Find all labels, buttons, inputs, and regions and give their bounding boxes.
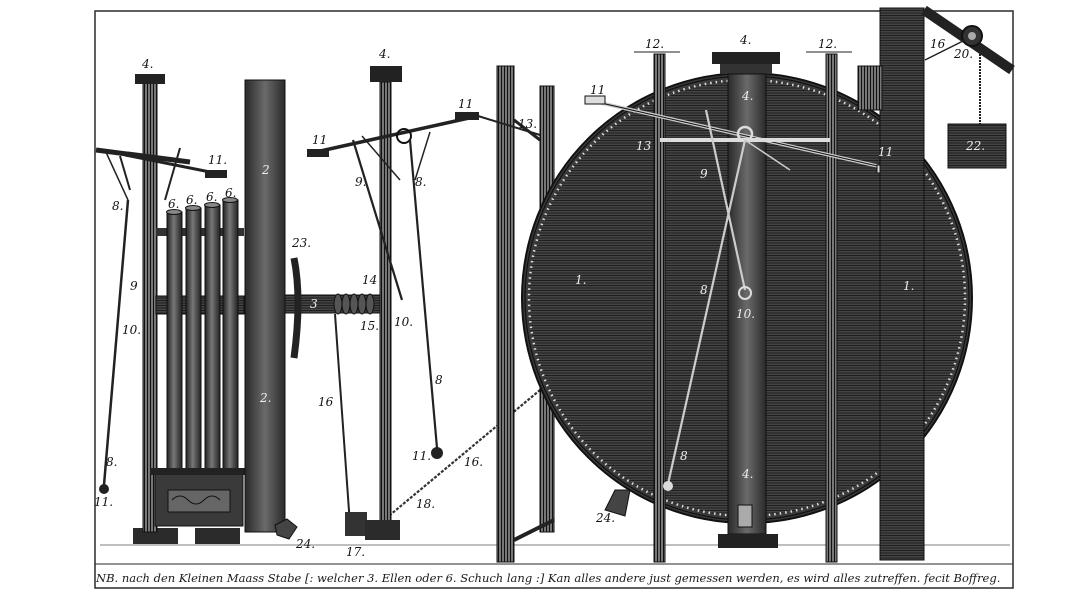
- pipe-3: [204, 204, 221, 475]
- label-11-c: 11: [312, 133, 327, 147]
- label-4-c: 4.: [739, 33, 751, 47]
- label-4-a: 4.: [141, 57, 153, 71]
- label-11-f: 11: [590, 83, 605, 97]
- label-11-e: 11.: [412, 449, 431, 463]
- label-24-a: 24.: [295, 537, 315, 551]
- label-6-d: 6.: [225, 186, 236, 200]
- pump-assembly: [95, 74, 248, 544]
- pipe-2: [185, 207, 202, 475]
- label-2-a: 2: [261, 163, 270, 177]
- label-11-d: 11: [458, 97, 473, 111]
- label-6-c: 6.: [206, 190, 217, 204]
- label-12-b: 12.: [818, 37, 837, 51]
- pipe-4: [222, 199, 239, 475]
- label-18: 18.: [416, 497, 435, 511]
- bucket-24-left: [274, 518, 298, 540]
- post-12-left: [653, 53, 666, 563]
- label-12-a: 12.: [645, 37, 664, 51]
- label-24-b: 24.: [595, 511, 615, 525]
- label-8-f: 8: [680, 449, 688, 463]
- label-10-c: 10.: [736, 307, 755, 321]
- label-16-c: 16: [930, 37, 946, 51]
- label-4-e: 4.: [741, 467, 753, 481]
- label-20: 20.: [953, 47, 973, 61]
- label-4-b: 4.: [378, 47, 390, 61]
- label-16-b: 16.: [464, 455, 483, 469]
- label-8-d: 8: [435, 373, 443, 387]
- plate-caption: NB. nach den Kleinen Maass Stabe [: welc…: [96, 571, 1001, 585]
- label-10-b: 10.: [394, 315, 413, 329]
- weight-22: [947, 123, 1007, 169]
- label-11-g: 11: [878, 145, 893, 159]
- label-9-c: 9: [700, 167, 708, 181]
- centre-post: [307, 66, 479, 540]
- label-13-a: 13.: [518, 117, 537, 131]
- label-15: 15.: [360, 319, 379, 333]
- label-11-b: 11.: [94, 495, 113, 509]
- label-16-a: 16: [318, 395, 334, 409]
- label-8-c: 8.: [415, 175, 426, 189]
- label-8-e: 8: [700, 283, 708, 297]
- label-1-b: 1.: [903, 279, 914, 293]
- pipe-1: [166, 211, 183, 475]
- label-10-a: 10.: [122, 323, 141, 337]
- bucket-24: [604, 489, 631, 517]
- crane-tower: [857, 5, 1015, 561]
- label-3: 3: [310, 297, 318, 311]
- label-8-b: 8.: [106, 455, 117, 469]
- plate-border: [94, 10, 1014, 589]
- label-2-b: 2.: [259, 391, 271, 405]
- left-post: [142, 81, 158, 533]
- label-17: 17.: [346, 545, 365, 559]
- label-22: 22.: [965, 139, 985, 153]
- wheel-linkage: [584, 95, 898, 491]
- label-9-b: 9.: [355, 175, 366, 189]
- label-23: 23.: [291, 236, 311, 250]
- label-1-a: 1.: [575, 273, 586, 287]
- label-13-b: 13: [636, 139, 652, 153]
- label-6-a: 6.: [168, 197, 179, 211]
- pillar-2: [244, 79, 286, 533]
- label-8-a: 8.: [112, 199, 123, 213]
- label-14: 14: [362, 273, 377, 287]
- label-6-b: 6.: [186, 193, 197, 207]
- label-4-d: 4.: [741, 89, 753, 103]
- windlass: [284, 257, 541, 536]
- post-12-right: [825, 53, 838, 563]
- label-11-a: 11.: [208, 153, 227, 167]
- label-9-a: 9: [130, 279, 138, 293]
